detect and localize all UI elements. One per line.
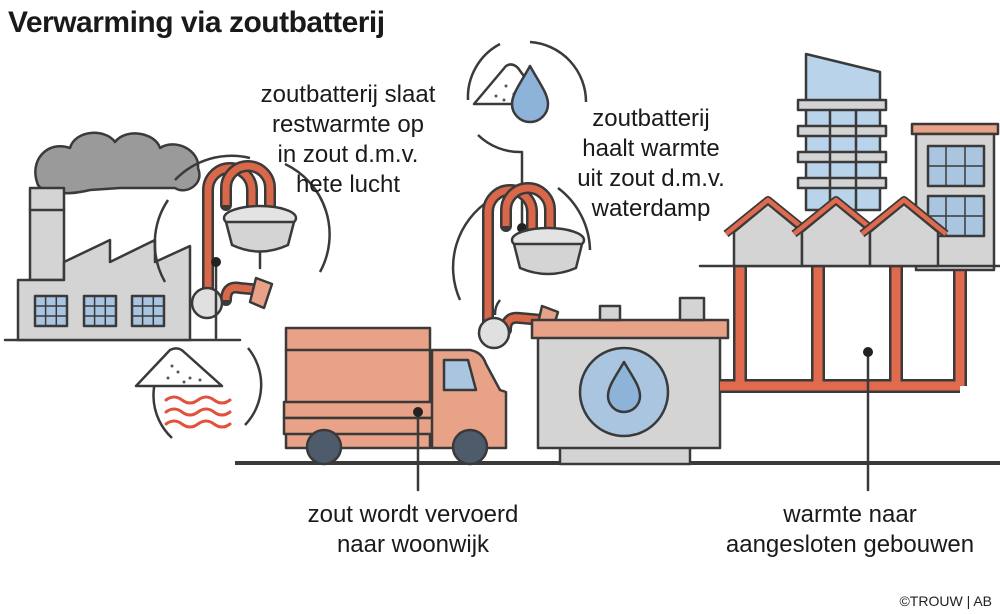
label-line: warmte naar — [783, 501, 917, 528]
salt-pile-icon — [134, 347, 224, 388]
water-drop-icon — [606, 360, 642, 414]
house-icon — [859, 196, 949, 268]
truck-icon — [282, 326, 508, 492]
house-row — [698, 196, 1000, 268]
heat-delivery-label: warmte naar aangesloten gebouwen — [700, 500, 1000, 560]
label-line: haalt warmte — [582, 135, 720, 162]
extract-heat-label: zoutbatterij haalt warmte uit zout d.m.v… — [556, 104, 746, 224]
factory-window — [130, 294, 166, 328]
house-icon — [791, 196, 881, 268]
water-drop-icon — [510, 64, 550, 124]
label-line: waterdamp — [591, 195, 711, 222]
factory-window — [82, 294, 118, 328]
salt-battery-store-icon — [153, 154, 331, 340]
factory-window — [33, 294, 69, 328]
infographic-title: Verwarming via zoutbatterij — [8, 6, 385, 39]
salt-heat-icon — [134, 347, 263, 439]
battery-tank-icon — [530, 296, 730, 466]
label-line: naar woonwijk — [336, 531, 490, 558]
house-icon — [723, 196, 813, 268]
label-line: zoutbatterij slaat — [260, 81, 436, 108]
label-line: zoutbatterij — [592, 105, 710, 132]
smoke-cloud-icon — [34, 131, 201, 195]
truck-transport-label: zout wordt vervoerd naar woonwijk — [278, 500, 548, 560]
apartment-building-icon — [796, 52, 888, 212]
label-line: zout wordt vervoerd — [307, 501, 519, 528]
label-line: aangesloten gebouwen — [725, 531, 975, 558]
credit-line: ©TROUW | AB — [899, 593, 992, 609]
store-heat-label: zoutbatterij slaat restwarmte op in zout… — [238, 80, 458, 200]
label-line: hete lucht — [295, 171, 401, 198]
heat-waves-icon — [164, 395, 232, 429]
salt-battery-extract-icon — [451, 182, 592, 350]
label-line: uit zout d.m.v. — [577, 165, 725, 192]
label-line: restwarmte op — [271, 111, 425, 138]
factory-icon — [16, 186, 192, 342]
heating-pipe-icon — [720, 262, 967, 492]
label-line: in zout d.m.v. — [277, 141, 419, 168]
